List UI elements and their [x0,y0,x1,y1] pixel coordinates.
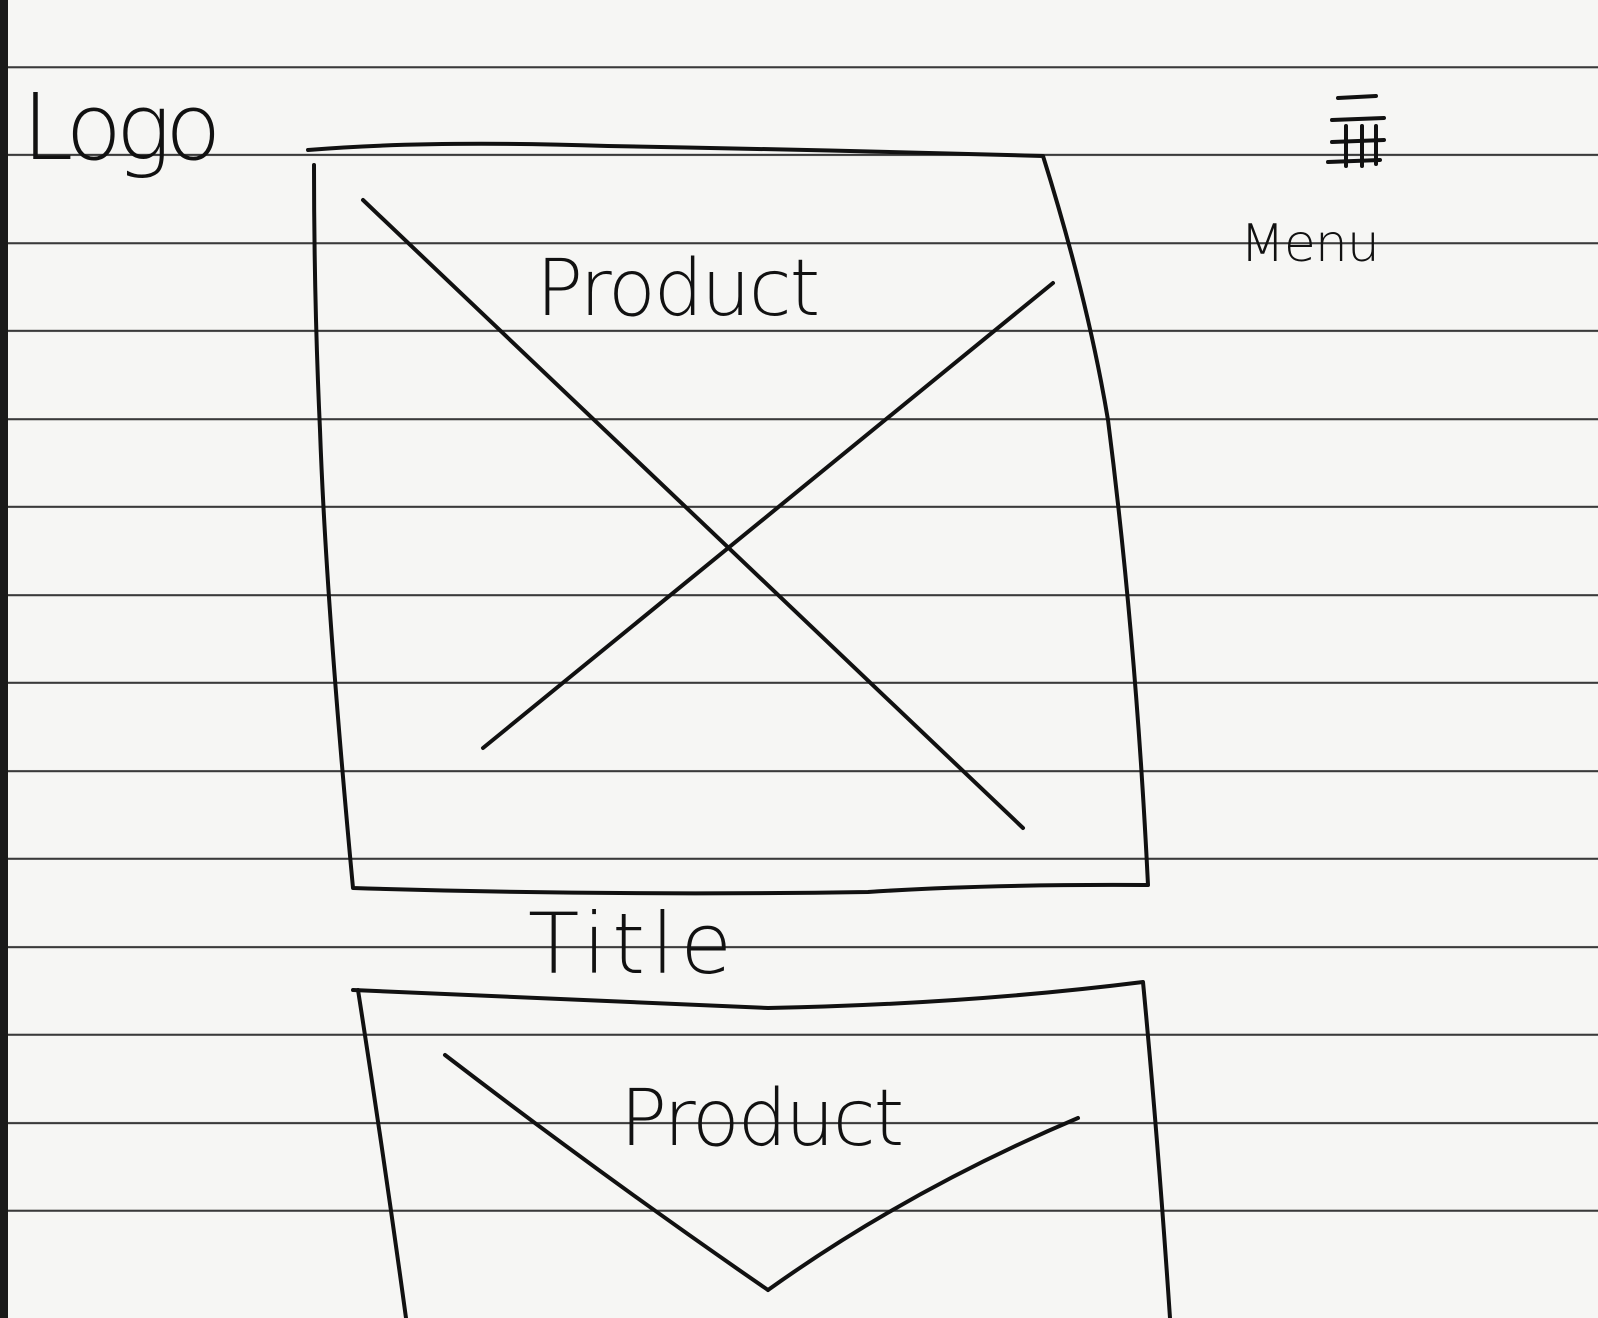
section-title: Title [528,895,739,993]
product-card-1-x-line-a [361,198,1025,830]
product-card-1-frame [306,141,1150,896]
product-card-2-frame [351,980,1172,1318]
product-card-1-x-line-b [481,281,1055,750]
product-card-2-label: Product [620,1074,904,1164]
menu-button[interactable] [1318,90,1398,180]
product-card-1-label: Product [536,244,820,334]
product-card-2-x-line-a [443,1053,770,1292]
product-card-2-x-line-b [766,1116,1080,1292]
hamburger-icon [1326,94,1386,168]
product-card-2-frame-left [356,988,408,1318]
logo[interactable]: Logo [22,74,221,181]
sketch-paper: Logo Menu Product Title Product [8,0,1598,1318]
menu-label[interactable]: Menu [1240,214,1380,274]
wireframe-sketch [306,141,1172,1318]
